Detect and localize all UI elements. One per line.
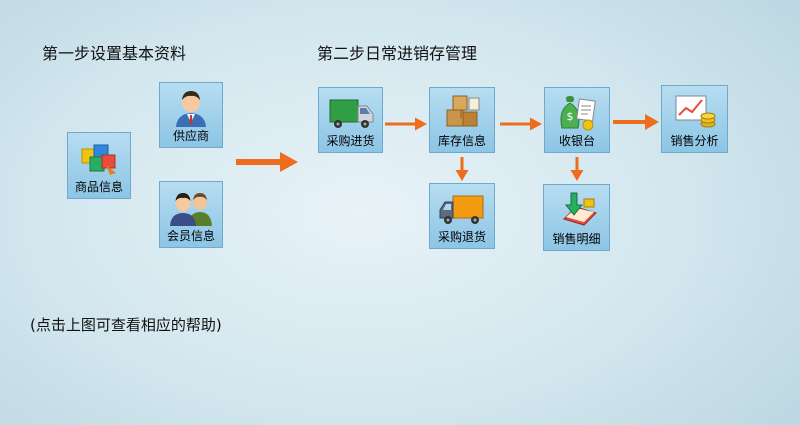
step1-heading: 第一步设置基本资料 [42,44,187,63]
cashier-to-analysis-arrow-icon [613,114,659,130]
supplier-label: 供应商 [172,129,209,143]
step1-to-step2-arrow-icon [236,152,298,172]
member-label: 会员信息 [166,229,215,243]
purchase-to-inventory-arrow-icon [385,117,427,131]
people-icon [170,193,212,226]
green-truck-icon [329,99,373,128]
supplier-tile[interactable]: 供应商 [159,82,223,148]
person-icon [176,91,206,127]
blocks-icon [81,144,116,175]
inventory-label: 库存信息 [437,134,486,148]
boxes-icon [446,95,480,127]
purchase-return-label: 采购退货 [437,230,486,244]
sales-book-icon [562,192,597,226]
chart-coins-icon [675,95,715,128]
cashier-tile[interactable]: $ 收银台 [544,87,610,153]
purchase-return-tile[interactable]: 采购退货 [429,183,495,249]
sales-analysis-label: 销售分析 [670,134,719,148]
inventory-to-cashier-arrow-icon [500,117,542,131]
orange-truck-icon [439,195,484,224]
inventory-to-return-arrow-icon [455,157,469,181]
cashier-to-detail-arrow-icon [570,157,584,181]
purchase-tile[interactable]: 采购进货 [318,87,383,153]
product-tile[interactable]: 商品信息 [67,132,131,199]
member-tile[interactable]: 会员信息 [159,181,223,248]
money-bag-icon: $ [560,96,596,131]
help-hint: (点击上图可查看相应的帮助) [30,316,222,334]
step2-heading: 第二步日常进销存管理 [317,44,478,63]
sales-analysis-tile[interactable]: 销售分析 [661,85,728,153]
sales-detail-tile[interactable]: 销售明细 [543,184,610,251]
cashier-label: 收银台 [558,134,595,148]
svg-text:$: $ [567,110,574,123]
product-label: 商品信息 [74,180,123,194]
inventory-tile[interactable]: 库存信息 [429,87,495,153]
sales-detail-label: 销售明细 [552,232,601,246]
purchase-label: 采购进货 [326,134,375,148]
